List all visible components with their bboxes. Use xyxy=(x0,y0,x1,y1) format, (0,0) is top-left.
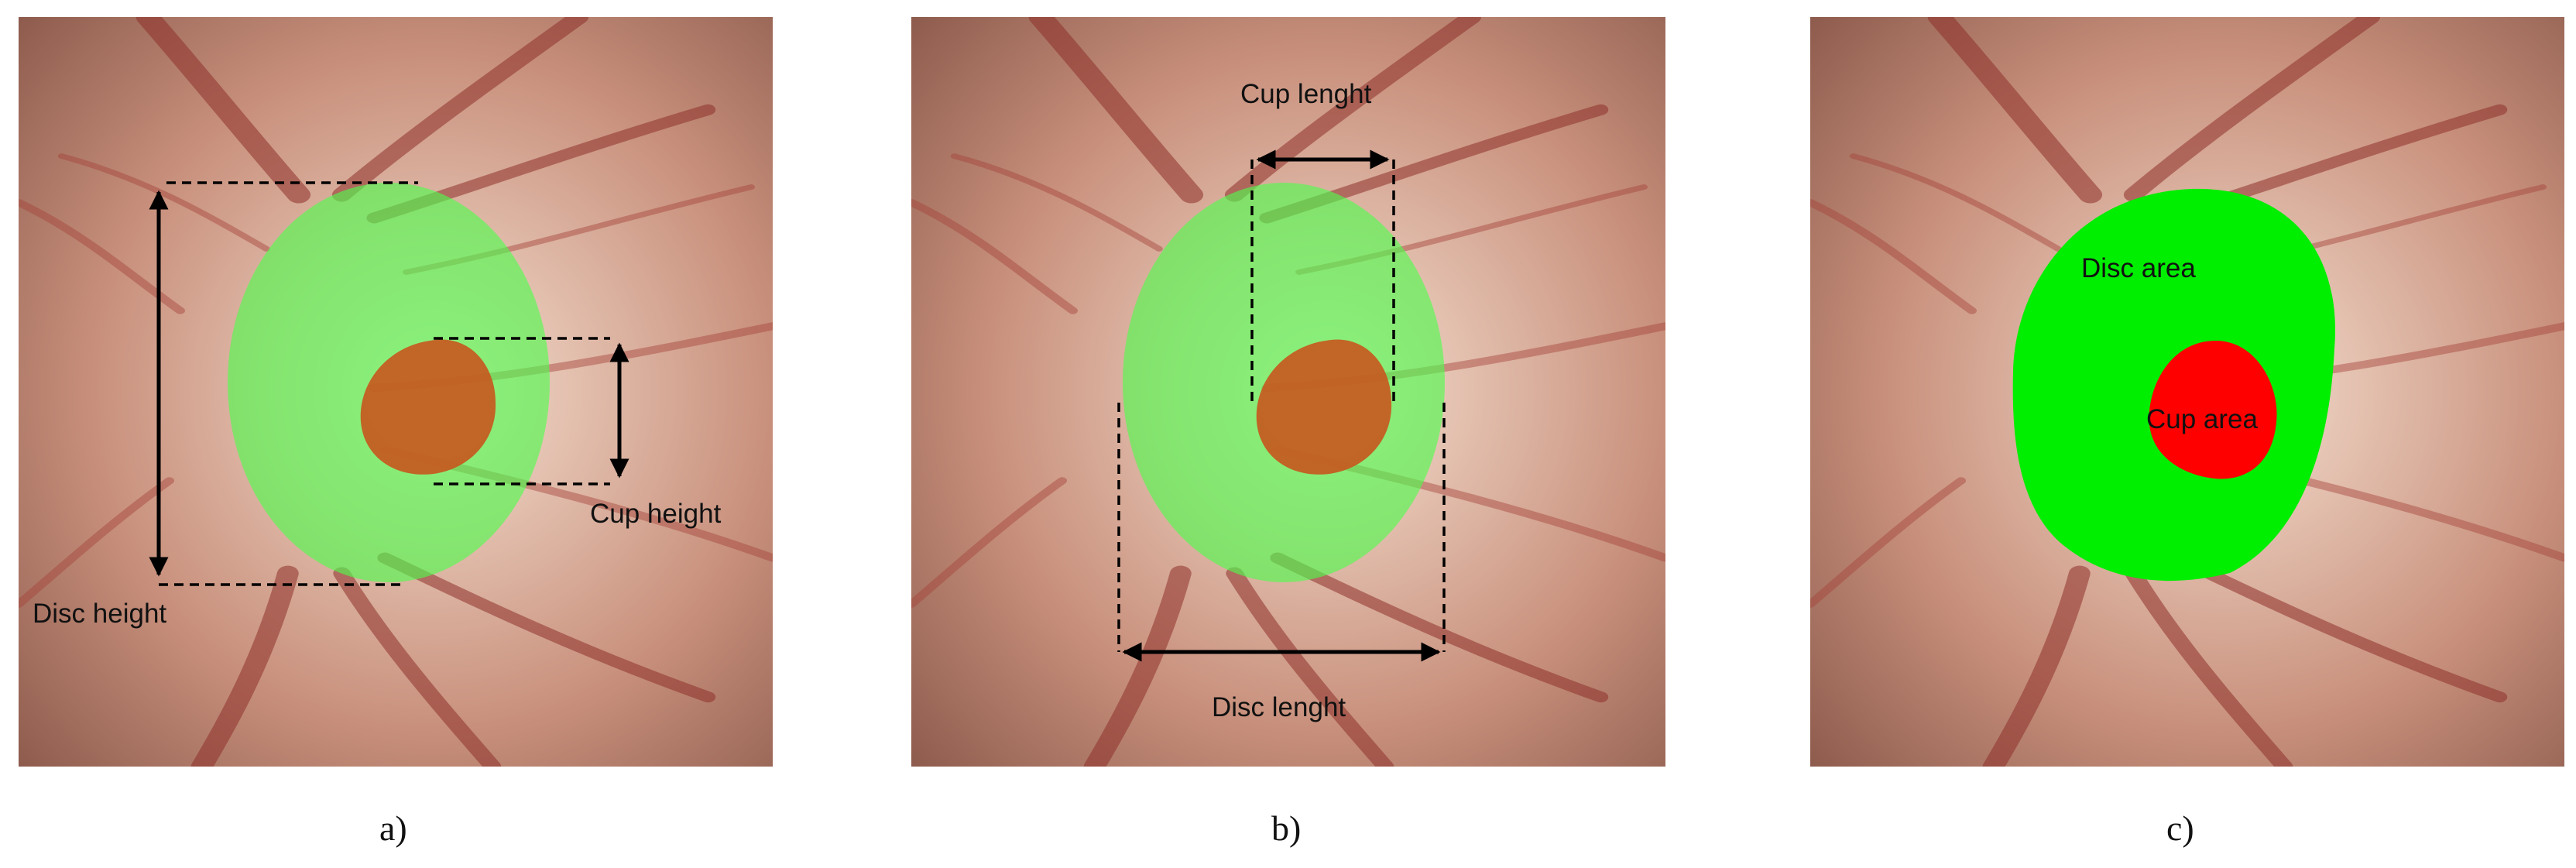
cup-length-label: Cup lenght xyxy=(1240,79,1372,109)
panel-a-caption: a) xyxy=(379,808,407,848)
panel-b: Cup lenght Disc lenght b) xyxy=(911,17,1665,848)
cup-segmentation xyxy=(2149,341,2277,479)
panel-c: Disc area Cup area c) xyxy=(1810,17,2564,848)
panel-b-caption: b) xyxy=(1271,808,1301,848)
cup-height-label: Cup height xyxy=(590,499,722,529)
panel-a: Disc height Cup height a) xyxy=(19,17,773,848)
disc-height-label: Disc height xyxy=(33,599,166,629)
disc-length-label: Disc lenght xyxy=(1212,692,1346,722)
cup-overlay-a xyxy=(360,339,496,475)
panel-c-caption: c) xyxy=(2166,808,2194,848)
disc-area-label: Disc area xyxy=(2081,253,2196,283)
cup-area-label: Cup area xyxy=(2146,404,2259,434)
cup-overlay-b xyxy=(1256,339,1392,475)
